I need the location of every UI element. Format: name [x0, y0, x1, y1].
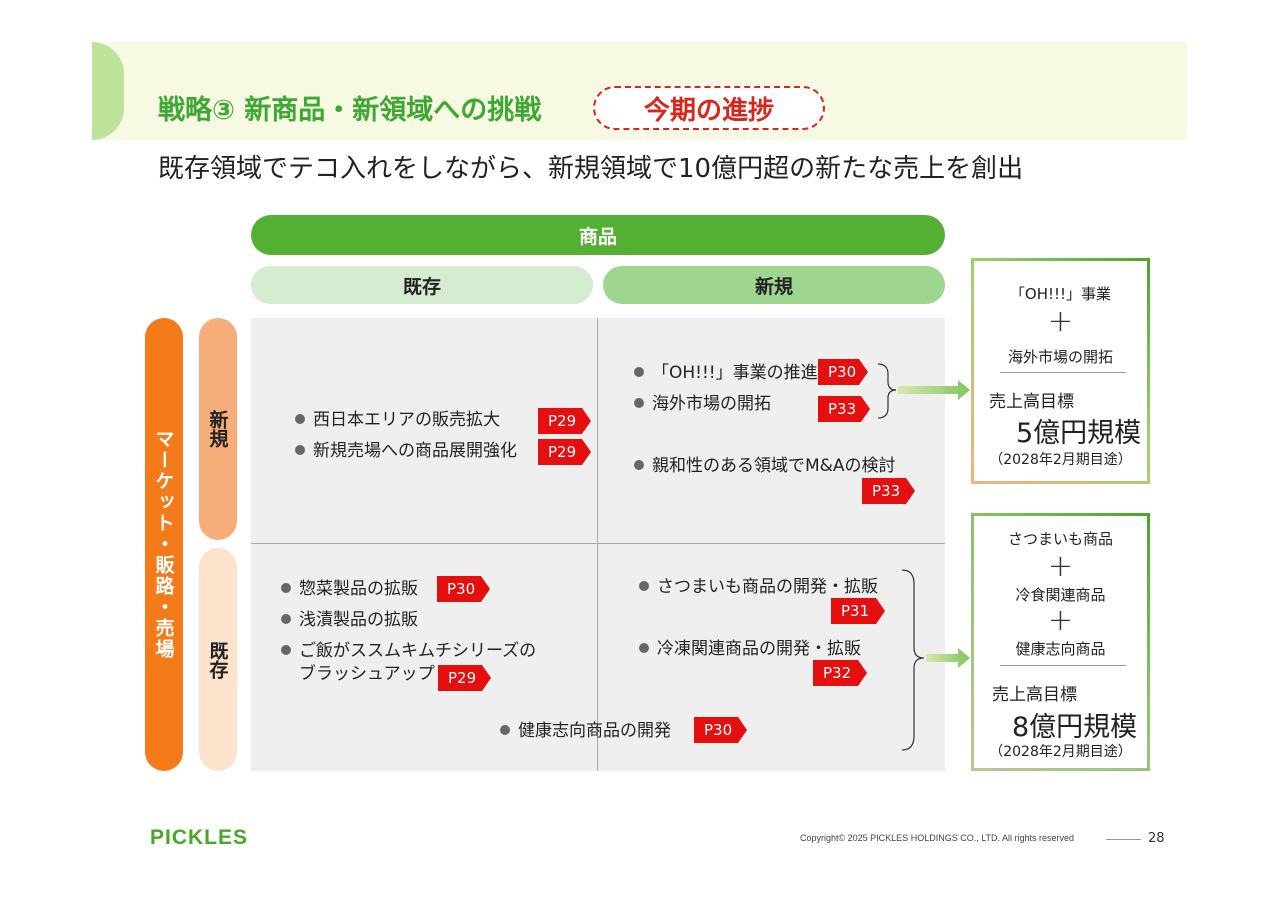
target-note: （2028年2月期目途）: [989, 452, 1132, 468]
page-ref-tag[interactable]: P31: [831, 598, 885, 624]
target-box-existing-market: さつまいも商品 + 冷食関連商品 + 健康志向商品 売上高目標 8億円規模 （2…: [971, 513, 1150, 771]
market-existing-header: 既存: [199, 548, 237, 771]
plus-icon: +: [1047, 304, 1074, 339]
list-item: 新規売場への商品展開強化: [295, 439, 517, 463]
product-new-header: 新規: [603, 266, 945, 304]
bullet-icon: [281, 645, 291, 655]
page-subtitle: 既存領域でテコ入れをしながら、新規領域で10億円超の新たな売上を創出: [158, 154, 1024, 184]
list-item: 親和性のある領域でM&Aの検討: [634, 454, 896, 478]
footer-divider: [1106, 839, 1141, 840]
bullet-icon: [639, 643, 649, 653]
target-box-new-market: 「OH!!!」事業 + 海外市場の開拓 売上高目標 5億円規模 （2028年2月…: [971, 258, 1150, 484]
bullet-icon: [295, 445, 305, 455]
brace-arrow-top: [877, 363, 970, 419]
page-ref-tag[interactable]: P30: [818, 359, 868, 385]
product-axis-header: 商品: [251, 215, 945, 255]
bullet-icon: [281, 583, 291, 593]
target-item: 健康志向商品: [1015, 640, 1106, 658]
banner-accent: [92, 42, 124, 140]
target-value: 5億円規模: [1016, 418, 1142, 449]
target-divider: [1000, 372, 1126, 373]
list-item: 浅漬製品の拡販: [281, 608, 418, 632]
plus-icon: +: [1047, 603, 1074, 638]
page-ref-tag[interactable]: P29: [538, 408, 591, 434]
list-item: 惣菜製品の拡販: [281, 577, 418, 601]
bullet-icon: [639, 581, 649, 591]
matrix-grid: [251, 318, 945, 771]
target-item: 冷食関連商品: [1015, 586, 1106, 604]
target-item: 「OH!!!」事業: [1009, 285, 1112, 303]
target-value: 8億円規模: [1012, 712, 1138, 743]
page-number: 28: [1148, 831, 1165, 846]
matrix-divider-vertical: [597, 318, 598, 771]
list-item: 健康志向商品の開発: [500, 719, 671, 743]
target-item: 海外市場の開拓: [1007, 348, 1113, 366]
page-ref-tag[interactable]: P30: [437, 576, 490, 602]
page-title: 戦略③ 新商品・新領域への挑戦: [158, 95, 542, 126]
list-item: 冷凍関連商品の開発・拡販: [639, 637, 861, 661]
company-logo: PICKLES: [150, 826, 249, 849]
bullet-icon: [295, 414, 305, 424]
bullet-icon: [500, 725, 510, 735]
page-ref-tag[interactable]: P29: [538, 439, 591, 465]
bullet-icon: [634, 398, 644, 408]
page-ref-tag[interactable]: P32: [813, 660, 867, 686]
list-item: さつまいも商品の開発・拡販: [639, 575, 878, 599]
list-item-continued: ブラッシュアップ: [299, 664, 435, 684]
list-item: 「OH!!!」事業の推進: [634, 361, 818, 385]
target-label: 売上高目標: [989, 392, 1074, 412]
market-new-header: 新規: [199, 318, 237, 540]
page-ref-tag[interactable]: P33: [862, 478, 915, 504]
page-ref-tag[interactable]: P33: [818, 396, 870, 422]
list-item: 西日本エリアの販売拡大: [295, 408, 500, 432]
progress-badge: 今期の進捗: [593, 86, 825, 130]
product-existing-header: 既存: [251, 266, 593, 304]
copyright-text: Copyright© 2025 PICKLES HOLDINGS CO., LT…: [800, 833, 1075, 843]
target-note: （2028年2月期目途）: [989, 744, 1132, 760]
page-ref-tag[interactable]: P30: [694, 717, 747, 743]
page-ref-tag[interactable]: P29: [438, 665, 491, 691]
target-divider: [1000, 665, 1126, 666]
bullet-icon: [281, 614, 291, 624]
list-item: ご飯がススムキムチシリーズの: [281, 639, 536, 663]
market-axis-header: マーケット・販路・売場: [145, 318, 183, 771]
target-item: さつまいも商品: [1007, 530, 1113, 548]
matrix-divider-horizontal: [251, 543, 945, 544]
brace-arrow-bottom: [901, 569, 970, 751]
target-label: 売上高目標: [992, 685, 1077, 705]
bullet-icon: [634, 367, 644, 377]
plus-icon: +: [1047, 549, 1074, 584]
list-item: 海外市場の開拓: [634, 392, 771, 416]
bullet-icon: [634, 460, 644, 470]
